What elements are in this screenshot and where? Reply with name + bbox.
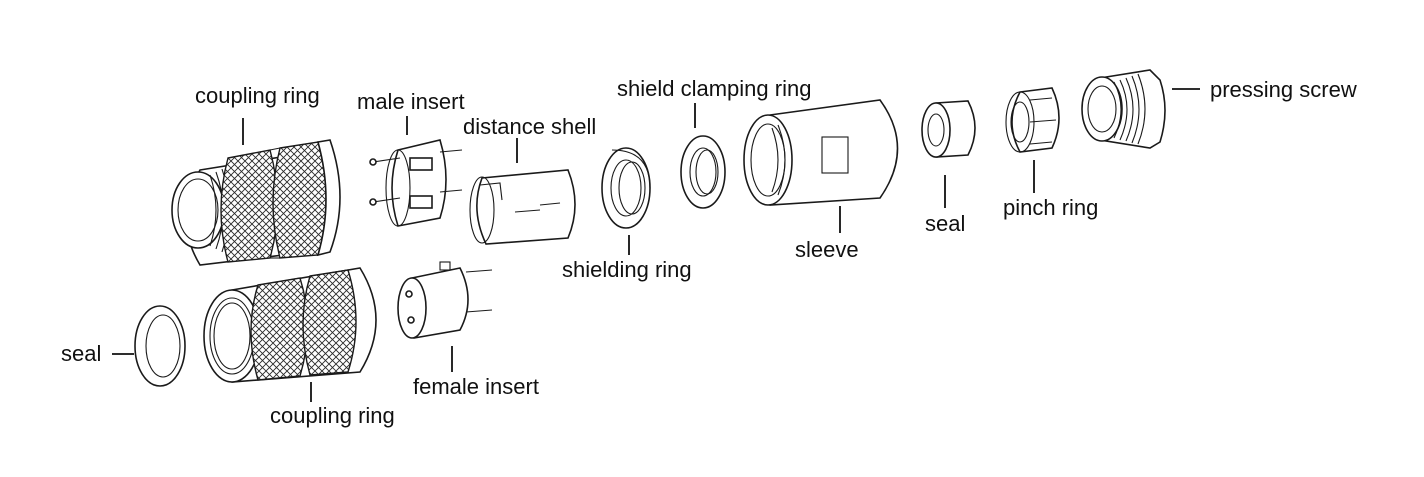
label-distance-shell: distance shell: [463, 114, 597, 139]
label-seal-right: seal: [925, 211, 966, 236]
seal-right-part: [921, 100, 976, 158]
label-sleeve: sleeve: [795, 237, 859, 262]
male-insert-part: [369, 139, 463, 227]
pressing-screw-part: [1081, 69, 1166, 149]
label-seal-left: seal: [61, 341, 102, 366]
female-insert-part: [397, 261, 493, 339]
coupling-ring-bottom-part: [203, 267, 377, 383]
label-shield-clamping-ring: shield clamping ring: [617, 76, 812, 101]
label-male-insert: male insert: [357, 89, 465, 114]
label-pressing-screw: pressing screw: [1210, 77, 1357, 102]
label-coupling-ring-bottom: coupling ring: [270, 403, 395, 428]
label-female-insert: female insert: [413, 374, 539, 399]
shield-clamping-ring-part: [680, 135, 726, 209]
pinch-ring-part: [1005, 87, 1060, 153]
label-pinch-ring: pinch ring: [1003, 195, 1099, 220]
shielding-ring-part: [601, 147, 651, 229]
label-coupling-ring-top: coupling ring: [195, 83, 320, 108]
leader-lines: [112, 88, 1200, 402]
coupling-ring-top-part: [171, 139, 341, 266]
sleeve-part: [743, 99, 899, 206]
seal-left-part: [134, 305, 186, 387]
distance-shell-part: [469, 169, 576, 245]
label-shielding-ring: shielding ring: [562, 257, 692, 282]
